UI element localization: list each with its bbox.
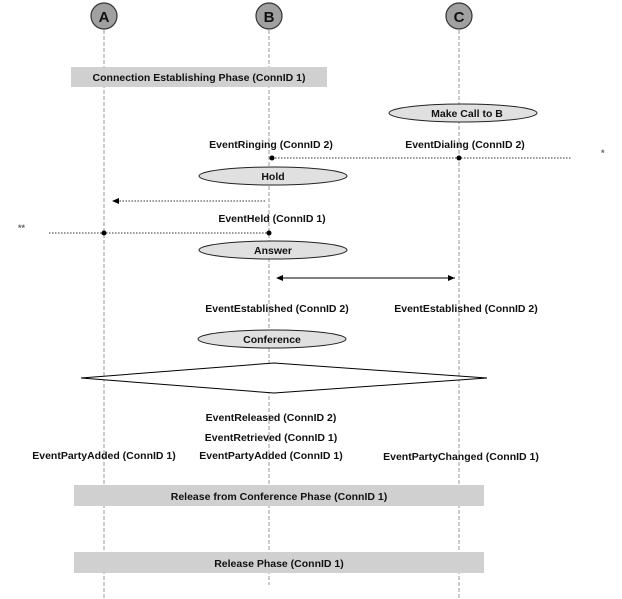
phase-connection: Connection Establishing Phase (ConnID 1) — [71, 67, 327, 87]
party-b: B — [255, 2, 283, 30]
event-retrieved: EventRetrieved (ConnID 1) — [205, 432, 337, 444]
svg-text:Hold: Hold — [261, 171, 284, 183]
action-make-call: Make Call to B — [388, 103, 538, 123]
party-a: A — [90, 2, 118, 30]
event-dot — [101, 230, 107, 236]
event-party-added-b: EventPartyAdded (ConnID 1) — [199, 450, 343, 462]
action-conference: Conference — [197, 329, 347, 349]
svg-text:A: A — [99, 9, 110, 26]
event-dot — [456, 155, 462, 161]
event-party-changed-c: EventPartyChanged (ConnID 1) — [383, 451, 539, 463]
svg-text:Conference: Conference — [243, 334, 301, 346]
event-established-c: EventEstablished (ConnID 2) — [394, 303, 538, 315]
note-single: * — [601, 148, 605, 158]
svg-text:B: B — [264, 9, 275, 26]
phase-release: Release Phase (ConnID 1) — [74, 552, 484, 573]
party-c: C — [445, 2, 473, 30]
event-held: EventHeld (ConnID 1) — [218, 213, 325, 225]
svg-text:Release Phase (ConnID 1): Release Phase (ConnID 1) — [214, 558, 344, 570]
action-hold: Hold — [198, 166, 348, 186]
event-ringing: EventRinging (ConnID 2) — [209, 139, 333, 151]
event-released: EventReleased (ConnID 2) — [206, 412, 337, 424]
conference-decision — [80, 362, 488, 394]
action-answer: Answer — [198, 240, 348, 260]
svg-text:C: C — [454, 9, 465, 26]
note-double: ** — [18, 223, 26, 233]
event-dialing: EventDialing (ConnID 2) — [405, 139, 525, 151]
event-dot — [266, 230, 272, 236]
event-dot — [269, 155, 275, 161]
svg-text:Make Call to B: Make Call to B — [431, 108, 503, 120]
event-party-added-a: EventPartyAdded (ConnID 1) — [32, 450, 176, 462]
svg-text:Release from Conference Phase: Release from Conference Phase (ConnID 1) — [171, 491, 387, 503]
svg-text:Connection Establishing Phase: Connection Establishing Phase (ConnID 1) — [93, 72, 306, 84]
event-established-b: EventEstablished (ConnID 2) — [205, 303, 349, 315]
svg-text:Answer: Answer — [254, 245, 292, 257]
phase-release-conference: Release from Conference Phase (ConnID 1) — [74, 485, 484, 506]
